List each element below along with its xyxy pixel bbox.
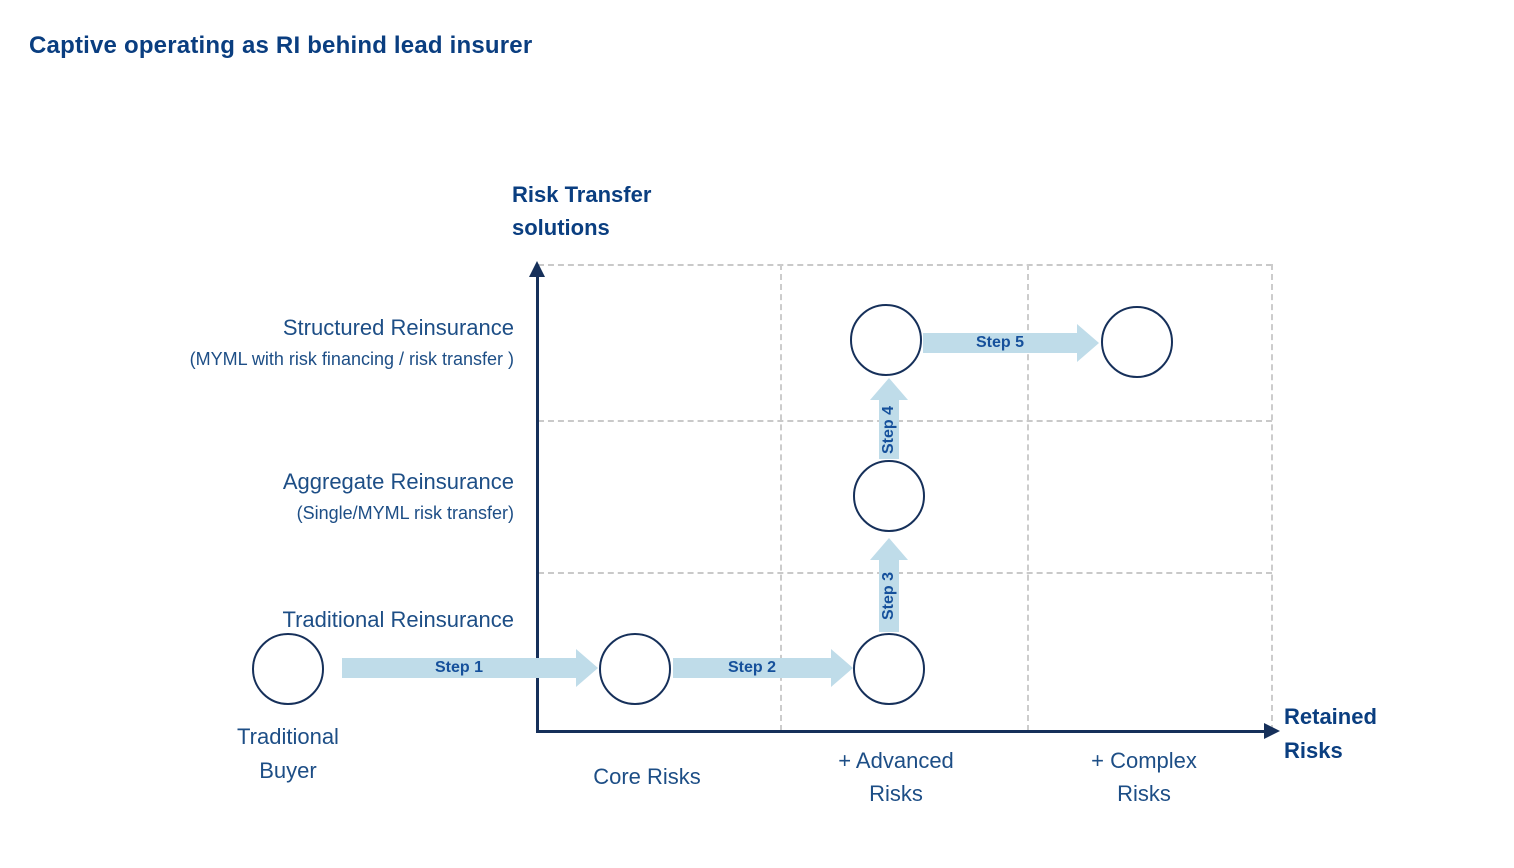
gridline-horizontal-middle (538, 420, 1272, 422)
row-label-main: Aggregate Reinsurance (282, 469, 514, 494)
node-advanced-traditional (853, 633, 925, 705)
column-label-line1: Core Risks (593, 764, 701, 789)
step-5-arrow: Step 5 (923, 324, 1099, 362)
node-advanced-aggregate (853, 460, 925, 532)
traditional-buyer-label-line2: Buyer (259, 758, 317, 783)
y-axis-title-line1: Risk Transfer (512, 182, 652, 207)
traditional-buyer-label-line1: Traditional (237, 724, 339, 749)
gridline-horizontal-top (538, 264, 1272, 266)
node-traditional-buyer (252, 633, 324, 705)
column-label-line2: Risks (869, 781, 923, 806)
column-label-advanced-risks: + Advanced Risks (776, 744, 1016, 810)
row-label-structured-reinsurance: Structured Reinsurance (MYML with risk f… (40, 312, 514, 372)
right-arrowhead-icon (576, 649, 598, 687)
row-label-main: Structured Reinsurance (282, 315, 514, 340)
step-2-arrow: Step 2 (673, 649, 853, 687)
up-arrowhead-icon (870, 538, 908, 560)
gridline-vertical-3 (1271, 264, 1273, 731)
step-4-arrow: Step 4 (870, 378, 908, 459)
step-3-arrow: Step 3 (870, 538, 908, 632)
gridline-horizontal-bottom (538, 572, 1272, 574)
column-label-line2: Risks (1117, 781, 1171, 806)
page-title: Captive operating as RI behind lead insu… (29, 32, 533, 59)
step-5-label: Step 5 (975, 334, 1024, 351)
step-3-label: Step 3 (880, 571, 898, 621)
row-label-aggregate-reinsurance: Aggregate Reinsurance (Single/MYML risk … (40, 466, 514, 526)
x-axis-title-line1: Retained (1284, 704, 1377, 729)
y-axis-title: Risk Transfer solutions (512, 178, 651, 244)
step-1-arrow: Step 1 (342, 649, 598, 687)
column-label-line1: + Advanced (838, 748, 954, 773)
node-advanced-structured (850, 304, 922, 376)
y-axis-arrowhead-icon (529, 261, 545, 277)
row-label-sub: (MYML with risk financing / risk transfe… (189, 349, 514, 369)
step-4-label: Step 4 (880, 405, 898, 454)
x-axis-line (536, 730, 1268, 733)
column-label-line1: + Complex (1091, 748, 1197, 773)
x-axis-arrowhead-icon (1264, 723, 1280, 739)
node-complex-structured (1101, 306, 1173, 378)
column-label-core-risks: Core Risks (527, 760, 767, 793)
x-axis-title-line2: Risks (1284, 738, 1343, 763)
step-1-label: Step 1 (434, 659, 483, 676)
up-arrowhead-icon (870, 378, 908, 400)
row-label-sub: (Single/MYML risk transfer) (296, 503, 514, 523)
step-2-label: Step 2 (727, 659, 776, 676)
row-label-traditional-reinsurance: Traditional Reinsurance (40, 604, 514, 636)
y-axis-line (536, 266, 539, 732)
row-label-main: Traditional Reinsurance (282, 607, 514, 632)
right-arrowhead-icon (1077, 324, 1099, 362)
x-axis-title: Retained Risks (1284, 700, 1377, 768)
y-axis-title-line2: solutions (512, 215, 610, 240)
gridline-vertical-1 (780, 264, 782, 731)
right-arrowhead-icon (831, 649, 853, 687)
column-label-complex-risks: + Complex Risks (1024, 744, 1264, 810)
traditional-buyer-label: Traditional Buyer (168, 720, 408, 788)
node-core-traditional (599, 633, 671, 705)
gridline-vertical-2 (1027, 264, 1029, 731)
